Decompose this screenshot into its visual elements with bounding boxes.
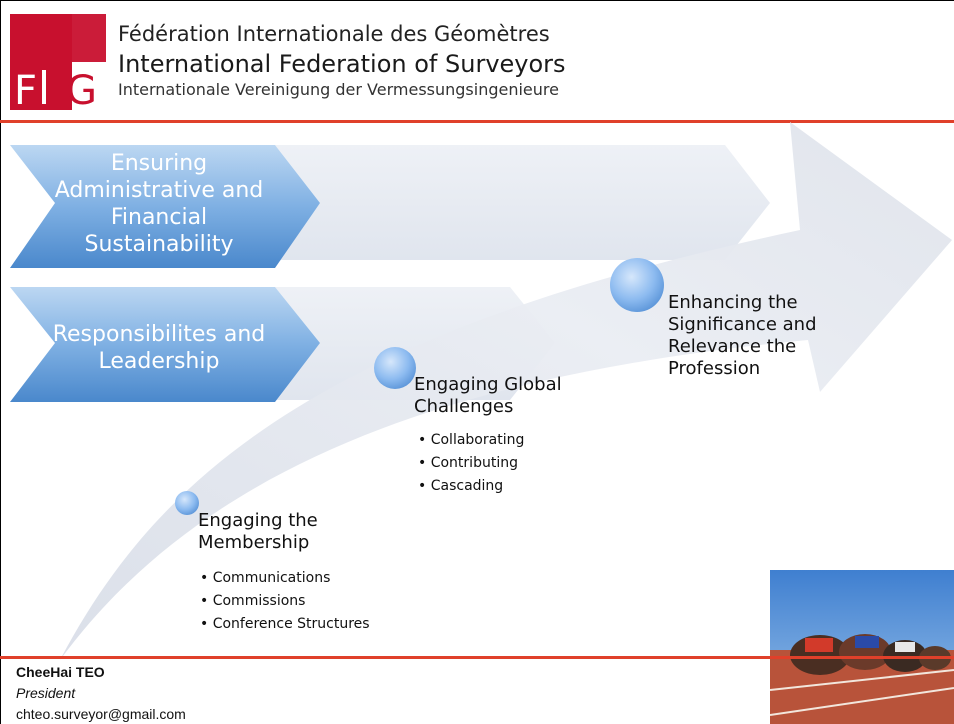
chevron-label-sustainability: Ensuring Administrative and Financial Su…: [54, 151, 264, 257]
chevron-grey-1a: [275, 145, 545, 260]
bullet-item: Cascading: [418, 475, 524, 498]
org-name-french: Fédération Internationale des Géomètres: [118, 22, 550, 46]
slide-border-left: [0, 0, 1, 724]
chevron-grey-1b: [498, 145, 770, 260]
milestone-bubble-1: [175, 491, 199, 515]
chevron-blue-2: [10, 287, 320, 402]
footer-divider: [0, 656, 954, 659]
svg-text:G: G: [66, 68, 97, 110]
org-name-german: Internationale Vereinigung der Vermessun…: [118, 80, 559, 99]
svg-text:F: F: [14, 68, 37, 110]
milestone-bullets-membership: Communications Commissions Conference St…: [200, 567, 370, 636]
bullet-item: Communications: [200, 567, 370, 590]
milestone-bubble-3: [610, 258, 664, 312]
chevron-label-leadership: Responsibilites and Leadership: [52, 322, 266, 374]
bullet-item: Contributing: [418, 452, 524, 475]
bullet-item: Conference Structures: [200, 613, 370, 636]
milestone-bubble-2: [374, 347, 416, 389]
presenter-role: President: [16, 685, 76, 701]
milestone-title-membership: Engaging the Membership: [198, 510, 318, 553]
chevron-blue-1: [10, 145, 320, 268]
bullet-item: Commissions: [200, 590, 370, 613]
header-divider: [0, 120, 954, 123]
milestone-bullets-global-challenges: Collaborating Contributing Cascading: [418, 429, 525, 498]
milestone-title-global-challenges: Engaging Global Challenges: [414, 374, 562, 417]
fig-logo: F G: [10, 14, 106, 110]
slide-border-top: [0, 0, 954, 1]
presenter-name: CheeHai TEO: [16, 664, 105, 680]
progress-arrow: [60, 122, 952, 660]
sprinters-photo: [770, 570, 954, 724]
milestone-title-profession: Enhancing the Significance and Relevance…: [668, 292, 817, 379]
org-name-english: International Federation of Surveyors: [118, 50, 566, 78]
presenter-email[interactable]: chteo.surveyor@gmail.com: [16, 706, 186, 722]
bullet-item: Collaborating: [418, 429, 525, 452]
